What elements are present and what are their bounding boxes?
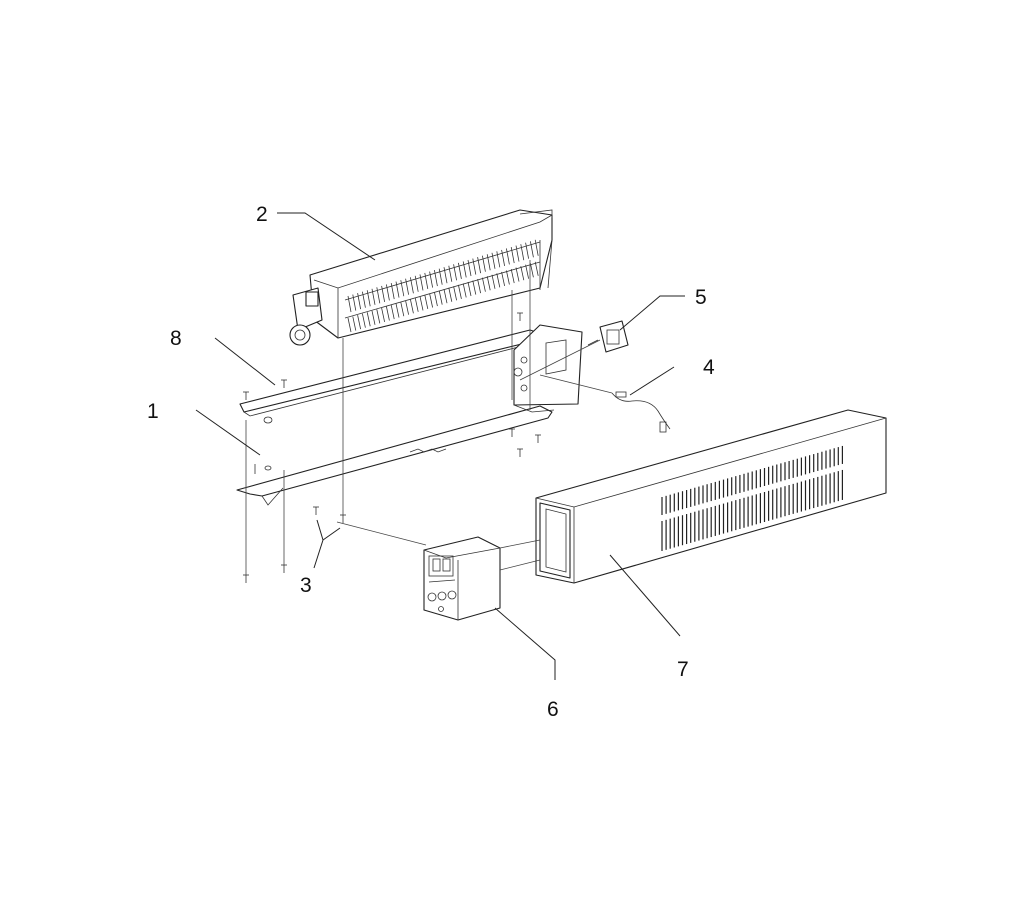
wire-lead bbox=[611, 391, 671, 433]
grille-slots bbox=[661, 445, 844, 551]
callout-4: 4 bbox=[703, 356, 715, 379]
callout-1: 1 bbox=[147, 400, 159, 423]
heating-coil bbox=[347, 239, 539, 333]
switch-receptacle bbox=[587, 320, 629, 353]
leader-lines bbox=[195, 212, 685, 680]
callout-7: 7 bbox=[677, 658, 689, 681]
callout-2: 2 bbox=[256, 203, 268, 226]
callout-3: 3 bbox=[300, 574, 312, 597]
blower-assembly bbox=[289, 209, 553, 346]
heater-housing bbox=[535, 409, 887, 584]
callout-8: 8 bbox=[170, 327, 182, 350]
rail-bracket bbox=[239, 324, 583, 424]
callout-6: 6 bbox=[547, 698, 559, 721]
callout-labels: 1 2 3 4 5 6 7 8 bbox=[147, 203, 715, 721]
callout-5: 5 bbox=[695, 286, 707, 309]
base-plate bbox=[236, 405, 553, 506]
control-box bbox=[423, 536, 501, 621]
projection-lines bbox=[245, 260, 613, 575]
